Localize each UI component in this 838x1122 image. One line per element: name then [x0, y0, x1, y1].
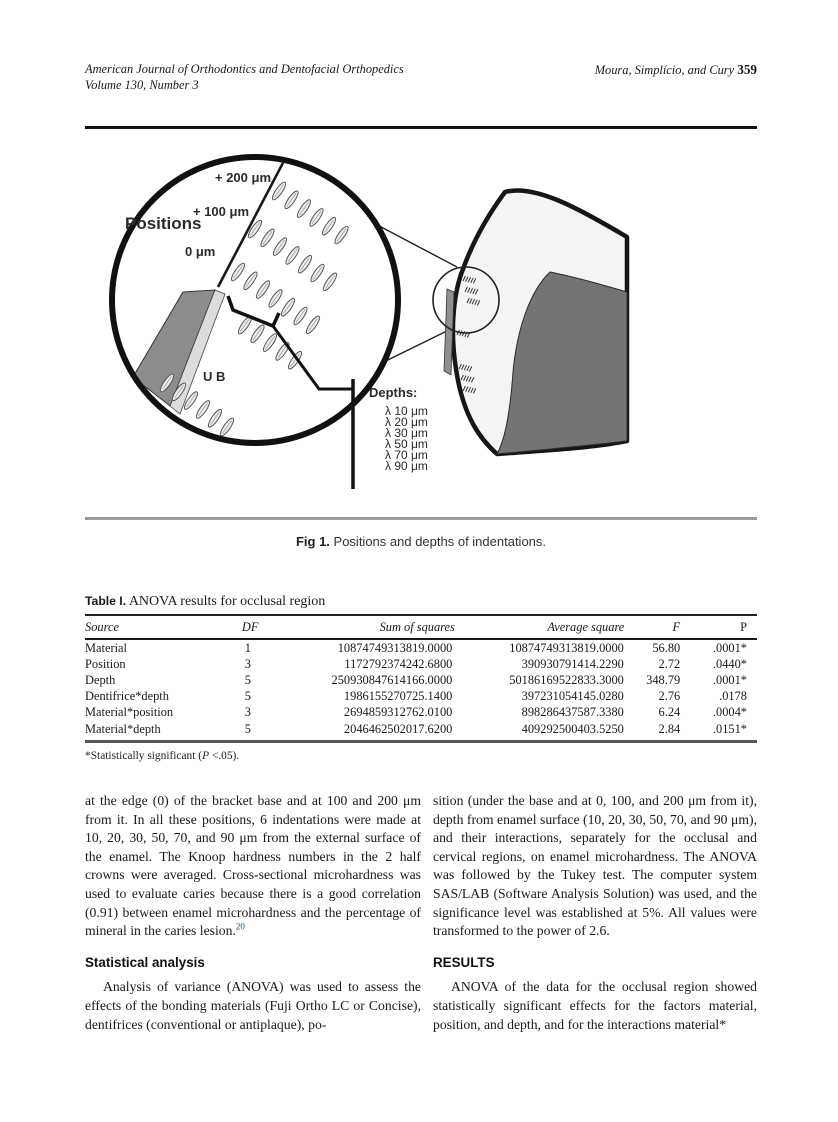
page-number: 359: [737, 62, 757, 77]
journal-title: American Journal of Orthodontics and Den…: [85, 62, 404, 76]
depth-item: λ 10 μm: [385, 404, 428, 418]
reference-link[interactable]: 20: [235, 921, 245, 932]
paragraph: sition (under the base and at 0, 100, an…: [433, 793, 757, 939]
tooth-dentin-region: [496, 271, 628, 455]
anova-header-row: Source DF Sum of squares Average square F P: [85, 616, 757, 638]
bracket-side-view: [443, 288, 455, 376]
column-header: Source: [85, 619, 119, 634]
position-200-label: + 200 μm: [215, 170, 271, 185]
figure-bottom-rule: [85, 517, 757, 520]
column-header: P: [740, 619, 747, 634]
paragraph: Analysis of variance (ANOVA) was used to…: [85, 979, 421, 1032]
paragraph: at the edge (0) of the bracket base and …: [85, 793, 421, 939]
column-header: F: [672, 619, 681, 634]
left-column: at the edge (0) of the bracket base and …: [85, 792, 421, 1034]
section-heading-results: RESULTS: [433, 954, 495, 970]
measurement-brace: [226, 295, 281, 329]
running-head-left: American Journal of Orthodontics and Den…: [85, 62, 404, 93]
journal-volume: Volume 130, Number 3: [85, 77, 199, 92]
depth-item: λ 20 μm: [385, 415, 428, 429]
depths-connector-line: [271, 325, 353, 391]
table-rule-bottom: [85, 740, 757, 744]
position-0-label: 0 μm: [185, 244, 215, 259]
table-footnote: *Statistically significant (P <.05).: [85, 750, 240, 763]
right-column: sition (under the base and at 0, 100, an…: [433, 792, 757, 1034]
running-head-right: Moura, Simplício, and Cury 359: [595, 62, 757, 78]
figure-caption: Fig 1. Positions and depths of indentati…: [85, 534, 757, 549]
table-title-text: ANOVA results for occlusal region: [126, 594, 326, 609]
table-1: Table I. ANOVA results for occlusal regi…: [85, 594, 757, 774]
table-rule-mid: [85, 637, 757, 640]
figure-caption-text: Positions and depths of indentations.: [329, 534, 547, 549]
table-rule-top: [85, 614, 757, 616]
enamel-surface-line: [216, 160, 287, 288]
magnified-region-circle: [432, 266, 500, 334]
figure-1: + 200 μm Positions + 100 μm 0 μm U B Dep…: [85, 129, 757, 517]
depths-list: λ 10 μmλ 20 μmλ 30 μmλ 50 μmλ 70 μmλ 90 …: [385, 404, 428, 473]
column-header: Average square: [547, 619, 625, 634]
depth-item: λ 70 μm: [385, 448, 428, 462]
table-title-label: Table I.: [85, 594, 127, 608]
body-text: at the edge (0) of the bracket base and …: [85, 792, 757, 1034]
position-100-label: + 100 μm: [193, 204, 249, 219]
paragraph: ANOVA of the data for the occlusal regio…: [433, 979, 757, 1032]
depth-item: λ 50 μm: [385, 437, 428, 451]
authors: Moura, Simplício, and Cury: [594, 63, 735, 77]
figure-caption-label: Fig 1.: [295, 534, 330, 549]
anova-table: Source DF Sum of squares Average square F P: [85, 616, 757, 638]
section-heading-statistical-analysis: Statistical analysis: [85, 954, 205, 970]
positions-label: Positions: [125, 214, 202, 233]
depth-item: λ 30 μm: [385, 426, 428, 440]
table-title: Table I. ANOVA results for occlusal regi…: [85, 594, 757, 610]
ub-label: U B: [203, 369, 225, 384]
lens-circle: [109, 154, 401, 446]
depths-title: Depths:: [369, 385, 417, 400]
depth-item: λ 90 μm: [385, 459, 428, 473]
column-header: DF: [241, 619, 259, 634]
column-header: Sum of squares: [379, 619, 455, 634]
top-rule: [85, 126, 757, 129]
indentation-diagram: + 200 μm Positions + 100 μm 0 μm U B Dep…: [109, 154, 630, 489]
